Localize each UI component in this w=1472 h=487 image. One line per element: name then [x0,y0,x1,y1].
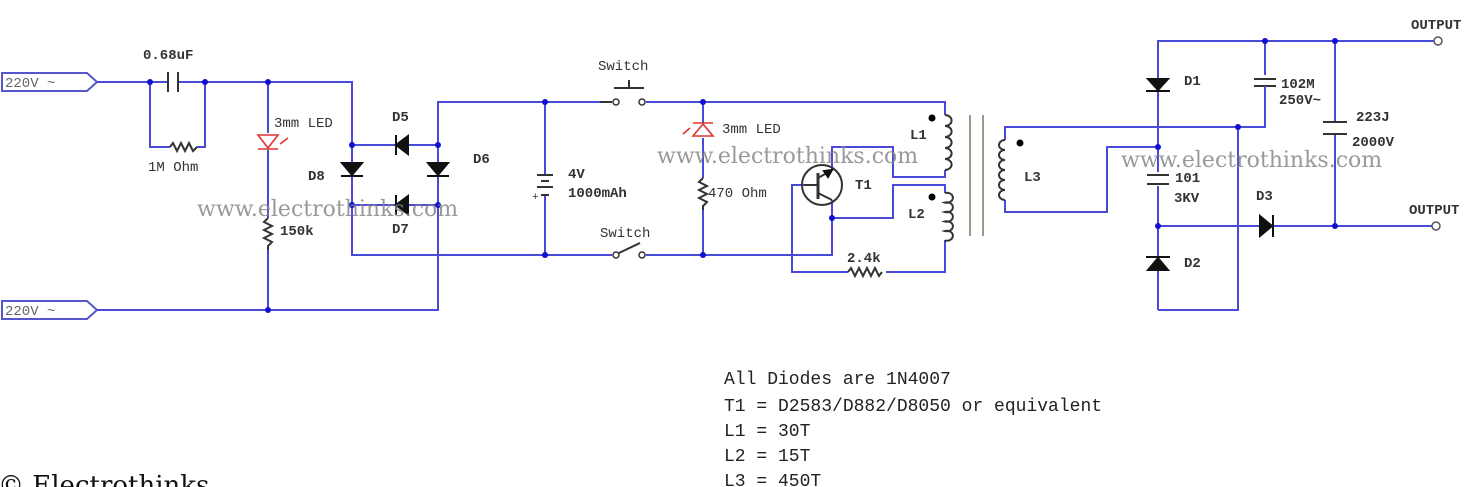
inductor-l3 [998,139,1024,201]
note-line: L1 = 30T [724,422,811,442]
capacitor-223j [1323,121,1347,135]
note-line: T1 = D2583/D882/D8050 or equivalent [724,397,1102,417]
led-2 [682,122,715,137]
wires [97,40,1434,311]
capacitor-101 [1146,172,1170,186]
diode-d5 [394,134,409,156]
d8-label: D8 [308,169,325,185]
c-223j-voltage-label: 2000V [1352,135,1395,151]
c-101-voltage-label: 3KV [1174,191,1200,207]
l2-label: L2 [908,207,925,223]
r-led2-label: 470 Ohm [708,186,767,202]
ac-bottom-label: 220V ~ [5,304,55,320]
resistor-470-ohm [696,177,710,210]
output-bottom-terminal [1431,221,1441,231]
inductor-l2 [928,191,954,242]
c-102m-voltage-label: 250V~ [1279,93,1321,109]
d5-label: D5 [392,110,409,126]
l3-label: L3 [1024,170,1041,186]
c-input-label: 0.68uF [143,48,193,64]
note-line: L2 = 15T [724,447,811,467]
watermark: www.electrothinks.com [197,197,458,222]
output-bottom-label: OUTPUT [1409,203,1459,219]
output-top-terminal [1433,36,1443,46]
capacitor-102m [1254,75,1276,127]
diode-d8 [339,162,365,177]
diode-d2 [1145,256,1171,271]
ac-input-top-terminal: 220V ~ [1,72,99,92]
diode-d6 [425,162,451,177]
d1-label: D1 [1184,74,1201,90]
switch-top-label: Switch [598,59,648,75]
toggle-switch [612,242,646,259]
l1-label: L1 [910,128,927,144]
resistor-1m-ohm [169,140,198,154]
c-101-label: 101 [1175,171,1200,187]
ac-input-bottom-terminal: 220V ~ [1,300,99,320]
ac-top-label: 220V ~ [5,76,55,92]
capacitor-0.68uf [167,72,179,92]
battery: + [532,174,553,204]
watermark: www.electrothinks.com [1121,148,1382,173]
d7-label: D7 [392,222,409,238]
resistor-150k [261,217,275,250]
resistor-2.4k [847,265,883,279]
component-notes: All Diodes are 1N4007 T1 = D2583/D882/D8… [724,370,1102,487]
led-1 [256,134,289,150]
diode-d3 [1259,213,1274,239]
led2-label: 3mm LED [722,122,781,138]
d2-label: D2 [1184,256,1201,272]
note-line: L3 = 450T [724,472,821,487]
diode-d7 [394,194,409,216]
transistor-t1 [801,164,843,206]
t1-label: T1 [855,178,872,194]
c-223j-label: 223J [1356,110,1390,126]
push-switch [600,80,646,106]
copyright-text: © Electrothinks [0,471,209,487]
svg-text:+: + [532,192,539,204]
r-base-label: 2.4k [847,251,881,267]
battery-voltage-label: 4V [568,167,585,183]
inductor-l1 [928,114,953,171]
d6-label: D6 [473,152,490,168]
watermark: www.electrothinks.com [657,144,918,169]
r-bleed-label: 1M Ohm [148,160,198,176]
junctions [147,38,1338,313]
note-line: All Diodes are 1N4007 [724,370,951,390]
c-102m-label: 102M [1281,77,1315,93]
led1-label: 3mm LED [274,116,333,132]
r-led1-label: 150k [280,224,314,240]
switch-bottom-label: Switch [600,226,650,242]
battery-capacity-label: 1000mAh [568,186,627,202]
diode-d1 [1145,78,1171,92]
d3-label: D3 [1256,189,1273,205]
output-top-label: OUTPUT [1411,18,1461,34]
